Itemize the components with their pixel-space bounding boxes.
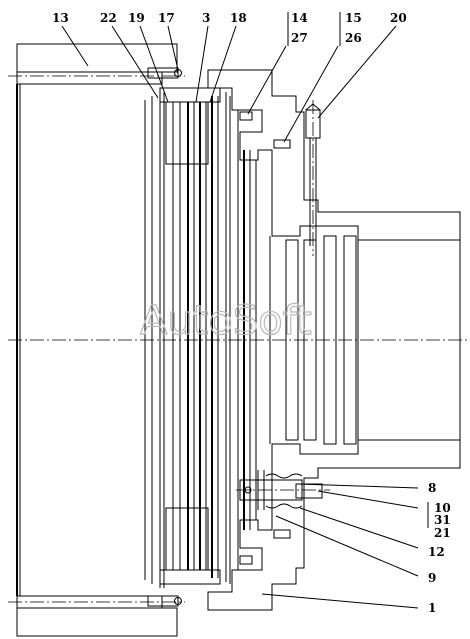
callout-31: 31 (434, 513, 451, 527)
callout-8: 8 (428, 481, 436, 495)
callout-3: 3 (202, 11, 210, 25)
callout-17: 17 (158, 11, 175, 25)
piston-hub (207, 69, 461, 611)
leader-lines (61, 12, 429, 609)
callout-13: 13 (52, 11, 69, 25)
callout-18: 18 (230, 11, 247, 25)
seal-bottom-left (239, 555, 253, 565)
watermark: AutoSoft (140, 298, 312, 344)
callout-21: 21 (434, 526, 451, 540)
callout-15: 15 (345, 11, 362, 25)
callout-10: 10 (434, 501, 451, 515)
callout-12: 12 (428, 545, 445, 559)
callout-labels: 13 22 19 17 3 18 14 27 15 26 20 8 10 31 … (52, 11, 451, 615)
callout-27: 27 (291, 31, 308, 45)
callout-20: 20 (390, 11, 407, 25)
callout-22: 22 (100, 11, 117, 25)
seal-bottom-right (273, 529, 291, 539)
seal-top-left (239, 111, 253, 121)
bolt-top (147, 67, 182, 79)
callout-14: 14 (291, 11, 308, 25)
callout-1: 1 (428, 601, 436, 615)
callout-19: 19 (128, 11, 145, 25)
seal-top-right (273, 139, 291, 149)
bolt-bottom (147, 595, 182, 607)
callout-9: 9 (428, 571, 436, 585)
callout-26: 26 (345, 31, 362, 45)
